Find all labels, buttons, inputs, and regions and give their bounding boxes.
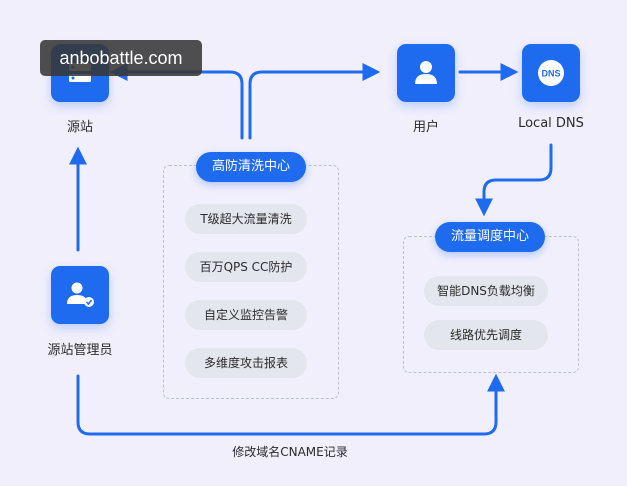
cleaning-feature-item: 多维度攻击报表 [185, 348, 307, 378]
user-node [397, 44, 455, 102]
cleaning-feature-item: 百万QPS CC防护 [185, 252, 307, 282]
user-icon [415, 61, 437, 84]
cleaning-center-title: 高防清洗中心 [196, 152, 306, 182]
arrow-admin-to-traffic [76, 373, 505, 436]
dns-icon: DNS [538, 60, 564, 86]
cleaning-feature-item: 自定义监控告警 [185, 300, 307, 330]
traffic-feature-item: 智能DNS负载均衡 [424, 276, 548, 306]
local-dns-label: Local DNS [518, 116, 584, 131]
traffic-center-title: 流量调度中心 [435, 222, 545, 252]
user-label: 用户 [412, 120, 439, 135]
cleaning-feature-item: T级超大流量清洗 [185, 204, 307, 234]
admin-label: 源站管理员 [47, 343, 113, 358]
arrow-user-to-cleaning [248, 63, 381, 140]
watermark-label: anbobattle.com [40, 40, 202, 76]
cname-edge-caption: 修改域名CNAME记录 [232, 445, 348, 459]
traffic-feature-item: 线路优先调度 [424, 320, 548, 350]
origin-server-label: 源站 [66, 120, 93, 135]
arrow-localdns-to-traffic [475, 143, 553, 217]
arrow-cleaning-to-origin [109, 63, 244, 140]
admin-user-icon [67, 282, 94, 307]
dns-icon-text: DNS [541, 69, 560, 79]
local-dns-node: DNS [522, 44, 580, 102]
admin-node [51, 266, 109, 324]
